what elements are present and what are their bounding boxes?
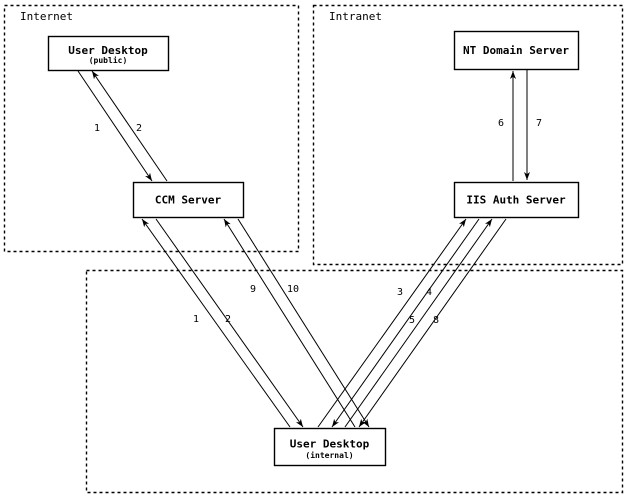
flow-arrow-step-9	[223, 218, 356, 428]
flow-step-label-10: 10	[287, 284, 299, 295]
node-title-iis-auth-server: IIS Auth Server	[466, 194, 566, 207]
node-nt-domain-server[interactable]: NT Domain Server	[453, 30, 580, 71]
flow-arrow-step-5	[344, 218, 493, 428]
node-user-desktop-public[interactable]: User Desktop(public)	[47, 35, 170, 72]
node-subtitle-user-desktop-public: (public)	[89, 55, 128, 65]
zone-boundary-intranet	[312, 4, 624, 266]
flow-arrow-step-4	[331, 218, 480, 428]
zone-group: Internet Intranet	[3, 4, 624, 494]
node-title-user-desktop-internal: User Desktop	[290, 438, 370, 451]
node-iis-auth-server[interactable]: IIS Auth Server	[453, 181, 580, 219]
node-ccm-server[interactable]: CCM Server	[132, 181, 245, 219]
zone-label-internet: Internet	[20, 10, 73, 23]
node-title-user-desktop-public: User Desktop	[68, 44, 148, 57]
node-title-ccm-server: CCM Server	[155, 194, 222, 207]
zone-boundary-internet	[3, 4, 300, 253]
node-title-nt-domain-server: NT Domain Server	[463, 44, 569, 57]
flow-step-label-2: 2	[136, 123, 142, 134]
flow-group: 1 2 1 2 9 10 3 4 5 8 6 7	[77, 70, 542, 428]
flow-step-label-5: 5	[409, 315, 415, 326]
flow-step-label-6: 6	[498, 118, 504, 129]
flow-arrow-step-1	[77, 70, 153, 182]
flow-arrow-step-3	[317, 218, 467, 428]
node-box-nt-domain-server[interactable]	[453, 30, 580, 71]
node-box-iis-auth-server[interactable]	[453, 181, 580, 219]
zone-boundary-internal	[85, 269, 624, 494]
flow-step-label-9: 9	[250, 284, 256, 295]
flow-arrow-step-2	[155, 218, 304, 428]
flow-step-label-2: 2	[225, 314, 231, 325]
flow-arrow-step-2	[91, 70, 168, 182]
flow-step-label-4: 4	[426, 287, 432, 298]
flow-step-label-7: 7	[536, 118, 542, 129]
flow-arrow-step-1	[141, 218, 291, 428]
node-user-desktop-internal[interactable]: User Desktop(internal)	[273, 427, 387, 467]
node-subtitle-user-desktop-internal: (internal)	[305, 450, 353, 460]
flow-arrow-step-8	[358, 218, 507, 428]
node-box-user-desktop-internal[interactable]	[273, 427, 387, 467]
node-box-user-desktop-public[interactable]	[47, 35, 170, 72]
flow-step-label-8: 8	[433, 315, 439, 326]
zone-label-intranet: Intranet	[329, 10, 382, 23]
flow-step-label-1: 1	[94, 123, 100, 134]
flow-step-label-3: 3	[397, 287, 403, 298]
node-box-ccm-server[interactable]	[132, 181, 245, 219]
flow-step-label-1: 1	[193, 314, 199, 325]
flow-arrow-step-10	[237, 218, 370, 428]
